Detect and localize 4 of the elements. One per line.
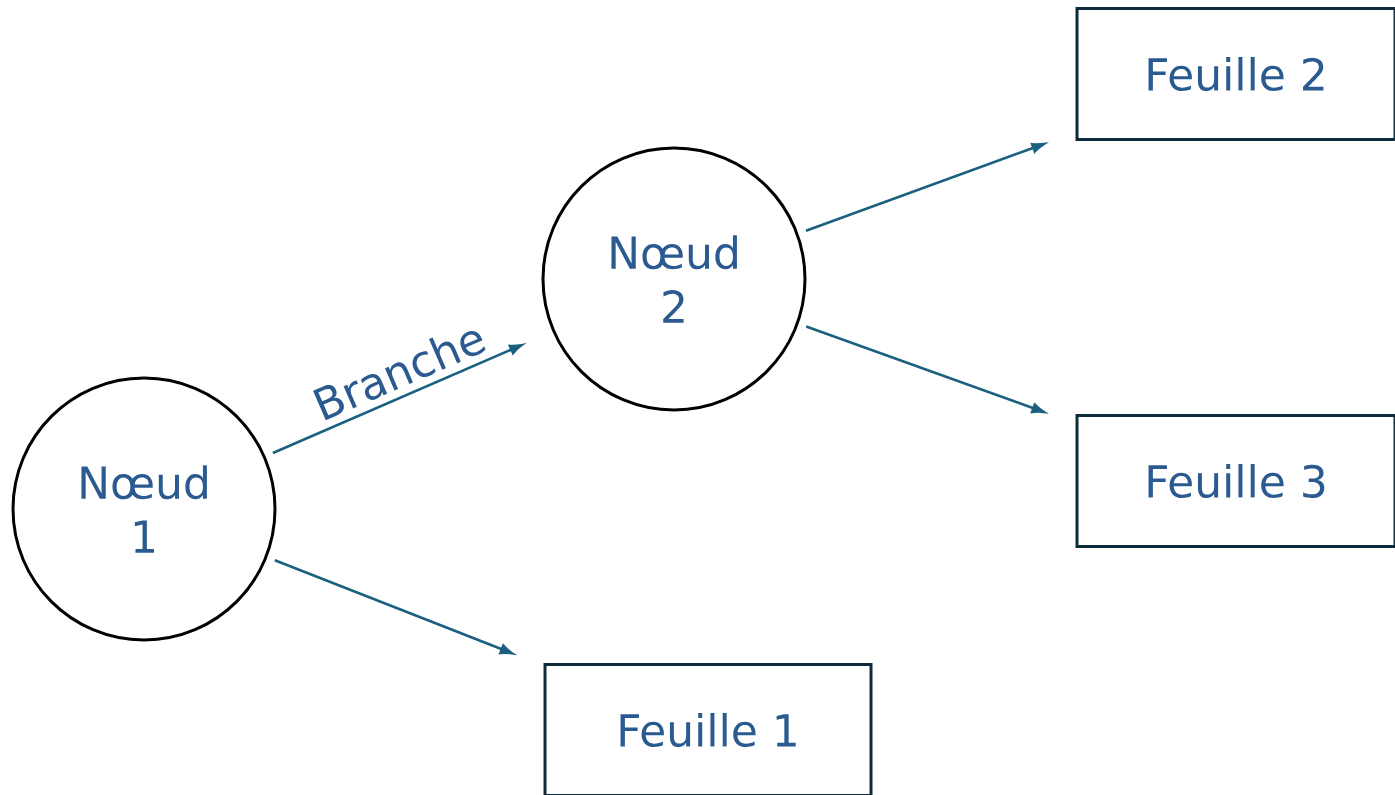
arrow <box>274 559 514 655</box>
leaf-box: Feuille 3 <box>1075 414 1395 548</box>
leaf-box: Feuille 1 <box>543 663 873 795</box>
leaf-box: Feuille 2 <box>1075 7 1395 141</box>
